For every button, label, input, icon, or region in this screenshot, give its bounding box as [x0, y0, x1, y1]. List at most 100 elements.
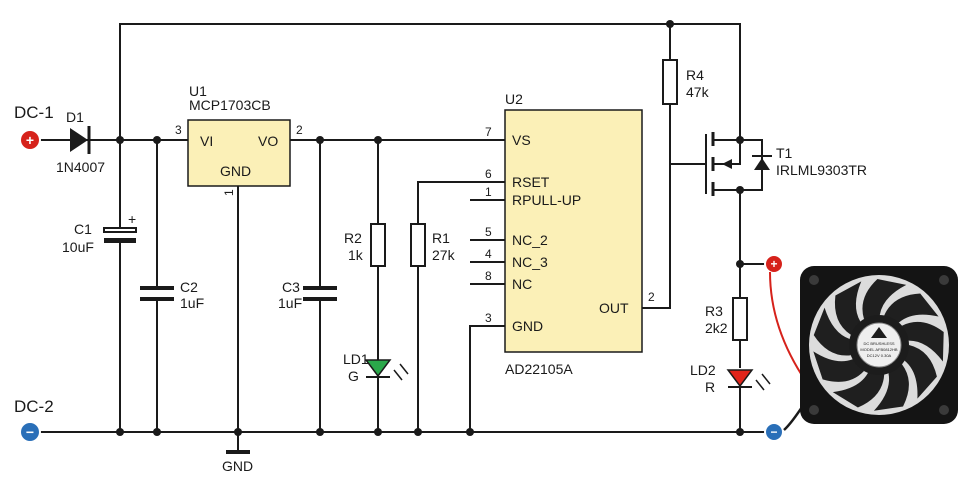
- ld1-color: G: [348, 368, 359, 384]
- d1-ref: D1: [66, 109, 84, 125]
- fan-blade: [884, 293, 939, 323]
- u2-pin-number: 4: [485, 247, 492, 261]
- fan-blade: [904, 345, 937, 399]
- u2-pin-number: 6: [485, 167, 492, 181]
- diode-d1: D1 1N4007: [56, 109, 105, 175]
- junction-node: [153, 136, 161, 144]
- junction-nodes: [116, 20, 744, 436]
- r3-value: 2k2: [705, 320, 728, 336]
- junction-node: [666, 20, 674, 28]
- t1-part: IRLML9303TR: [776, 162, 867, 178]
- fan-screw-hole: [809, 275, 819, 285]
- t1-ref: T1: [776, 145, 793, 161]
- terminal-sign: +: [770, 257, 777, 271]
- capacitor-c2: C2 1uF: [140, 279, 204, 311]
- d1-value: 1N4007: [56, 159, 105, 175]
- u2-pin-name: RPULL-UP: [512, 192, 581, 208]
- u1-pin-vo: VO: [258, 133, 278, 149]
- fan-illustration: DC BRUSHLESS MODEL AFB0812HB DC12V 0.30A: [769, 266, 958, 431]
- led-ld2: LD2 R: [690, 362, 771, 395]
- top-rail-wire: [119, 23, 741, 140]
- u2-pin-number: 8: [485, 269, 492, 283]
- r3-ref: R3: [705, 303, 723, 319]
- u2-body: [504, 109, 643, 353]
- u2-ref: U2: [505, 91, 523, 107]
- u2-pin-name: NC_2: [512, 232, 548, 248]
- junction-node: [316, 428, 324, 436]
- fan-brand-logo-icon: [871, 327, 887, 338]
- u1-pin-gnd: GND: [220, 163, 251, 179]
- ld2-color: R: [705, 379, 715, 395]
- diode-icon: [70, 128, 88, 152]
- fan-blade: [862, 279, 907, 320]
- dc2-label: DC-2: [14, 397, 54, 416]
- led-red-icon: [726, 369, 754, 388]
- dc1-label: DC-1: [14, 103, 54, 122]
- fan-blade: [901, 321, 944, 362]
- resistor-r2: R2 1k: [344, 223, 386, 267]
- r2-ref: R2: [344, 230, 362, 246]
- junction-node: [466, 428, 474, 436]
- dc1-terminal[interactable]: + DC-1: [14, 103, 54, 151]
- fan-blade: [873, 364, 909, 411]
- mosfet-t1: T1 IRLML9303TR: [690, 132, 867, 196]
- r1-ref: R1: [432, 230, 450, 246]
- fan-blade: [813, 351, 864, 382]
- c1-plate-negative: [104, 238, 136, 243]
- c1-plate-positive: [103, 227, 137, 233]
- resistor-r3: R3 2k2: [705, 297, 748, 341]
- fan-screw-hole: [939, 275, 949, 285]
- terminal-plus-icon[interactable]: [19, 129, 41, 151]
- dc2-terminal[interactable]: − DC-2: [14, 397, 54, 443]
- u2-part: AD22105A: [505, 361, 573, 377]
- junction-node: [116, 428, 124, 436]
- u2-pin-name: NC: [512, 276, 532, 292]
- fan-label-sticker: [856, 322, 902, 368]
- light-ray-icon: [761, 373, 771, 385]
- u2-pin-number: 7: [485, 125, 492, 139]
- light-ray-icon: [755, 379, 765, 391]
- junction-node: [374, 136, 382, 144]
- gnd-label: GND: [222, 458, 253, 474]
- c1-ref: C1: [74, 221, 92, 237]
- c3-ref: C3: [282, 279, 300, 295]
- fan-screw-hole: [939, 405, 949, 415]
- u1-pin-vi: VI: [200, 133, 213, 149]
- terminal-minus-icon[interactable]: [19, 421, 41, 443]
- u2-pin-name: VS: [512, 132, 531, 148]
- r3-body: [732, 297, 748, 341]
- fan-minus-terminal[interactable]: −: [764, 422, 784, 442]
- junction-node: [414, 428, 422, 436]
- junction-node: [316, 136, 324, 144]
- u2-pin-number: 5: [485, 225, 492, 239]
- u1-body: [187, 119, 291, 187]
- wires: [40, 23, 770, 454]
- fan-screw-hole: [809, 405, 819, 415]
- junction-node: [116, 136, 124, 144]
- fan-label-brand: DC BRUSHLESS: [863, 341, 894, 346]
- light-ray-icon: [393, 369, 403, 381]
- regulator-u1: U1 MCP1703CB VI VO GND 3 2 1: [175, 83, 303, 196]
- fan-plus-terminal[interactable]: +: [764, 254, 784, 274]
- resistor-r4: R4 47k: [662, 59, 710, 105]
- terminal-sign: +: [26, 132, 34, 148]
- u2-gnd-wire: [469, 325, 505, 432]
- u1-part: MCP1703CB: [189, 97, 271, 113]
- capacitor-c1: + C1 10uF: [62, 211, 137, 255]
- terminal-plus-icon[interactable]: [764, 254, 784, 274]
- terminal-minus-icon[interactable]: [764, 422, 784, 442]
- r4-value: 47k: [686, 84, 710, 100]
- u2-pin-name: GND: [512, 318, 543, 334]
- r4-body: [662, 59, 678, 105]
- c2-value: 1uF: [180, 295, 204, 311]
- led-ld1: LD1 G: [343, 351, 409, 384]
- fan-blade: [832, 372, 885, 408]
- junction-node: [234, 428, 242, 436]
- c1-value: 10uF: [62, 239, 94, 255]
- out-wire: [642, 163, 690, 309]
- terminal-sign: −: [770, 425, 777, 439]
